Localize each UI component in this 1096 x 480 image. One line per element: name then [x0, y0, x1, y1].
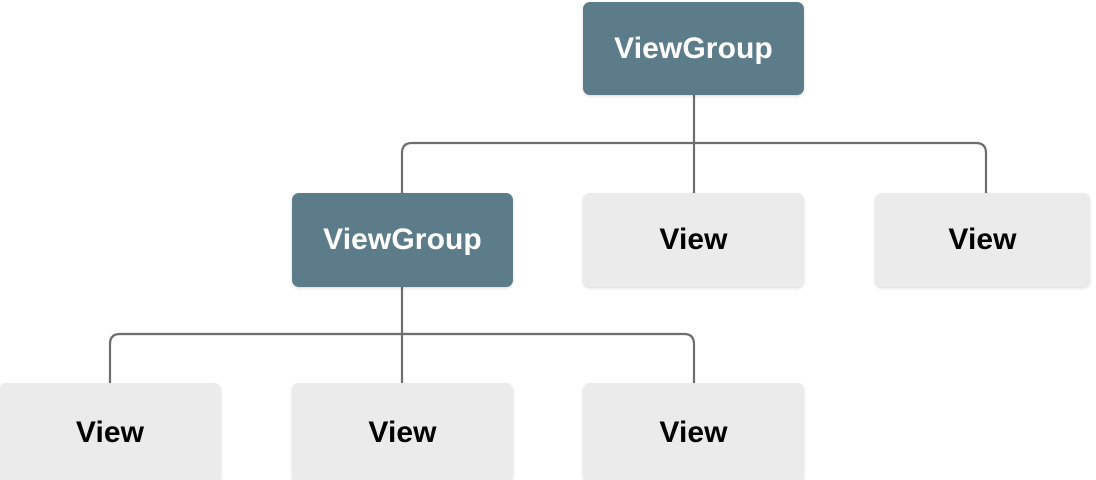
node-label: View — [75, 415, 145, 449]
node-root-viewgroup[interactable]: ViewGroup — [583, 2, 804, 95]
node-child-view-1[interactable]: View — [583, 193, 804, 287]
edge-viewgroup-to-leaf-view-3 — [402, 332, 696, 383]
node-leaf-view-3[interactable]: View — [583, 383, 804, 480]
node-label: View — [368, 415, 437, 449]
node-label: View — [659, 415, 728, 449]
node-leaf-view-1[interactable]: View — [0, 383, 221, 480]
edge-root-to-child-viewgroup — [400, 141, 694, 193]
node-leaf-view-2[interactable]: View — [292, 383, 513, 480]
node-label: ViewGroup — [323, 223, 482, 256]
edge-viewgroup-to-leaf-view-1 — [108, 332, 402, 383]
node-child-viewgroup[interactable]: ViewGroup — [292, 193, 513, 287]
node-label: ViewGroup — [614, 31, 773, 65]
edge-root-to-child-view-2 — [694, 141, 988, 193]
node-child-view-2[interactable]: View — [875, 193, 1090, 287]
node-label: View — [659, 223, 728, 256]
node-label: View — [948, 223, 1017, 256]
